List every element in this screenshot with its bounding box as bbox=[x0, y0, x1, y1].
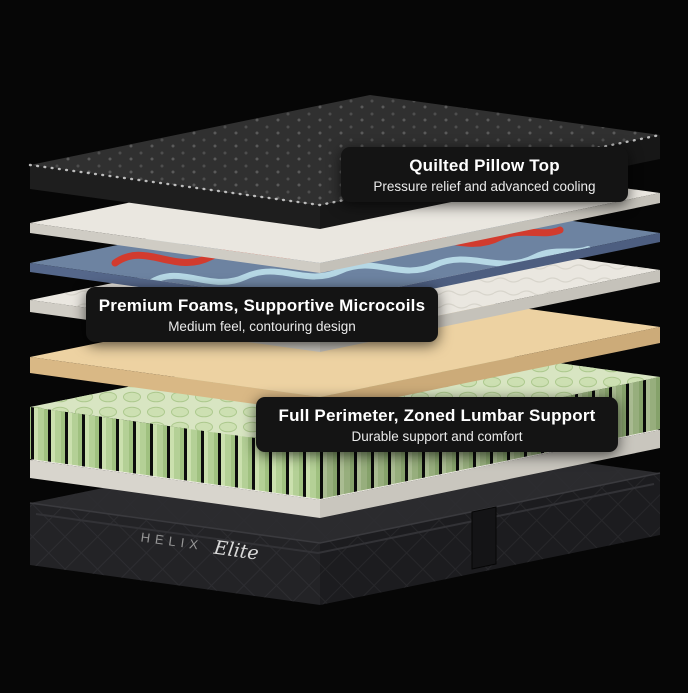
pillowtop-front-face bbox=[30, 165, 320, 229]
tanfoam-right-face bbox=[320, 327, 660, 413]
callout-premium-foams-microcoils: Premium Foams, Supportive Microcoils Med… bbox=[86, 287, 438, 342]
base-front-texture bbox=[30, 503, 320, 605]
callout-subtitle: Medium feel, contouring design bbox=[168, 318, 356, 334]
cooling-wave-cyan-lower bbox=[147, 246, 591, 286]
callout-title: Premium Foams, Supportive Microcoils bbox=[98, 296, 426, 316]
callout-quilted-pillow-top: Quilted Pillow Top Pressure relief and a… bbox=[341, 147, 628, 202]
callout-subtitle: Durable support and comfort bbox=[351, 428, 523, 444]
basefoam-front-face bbox=[30, 460, 320, 518]
base-edge-piping bbox=[29, 472, 661, 544]
cover-right-face bbox=[320, 193, 660, 273]
callout-subtitle: Pressure relief and advanced cooling bbox=[373, 178, 596, 194]
base-seam-line bbox=[35, 483, 655, 555]
cover-front-face bbox=[30, 223, 320, 273]
coil-front-face bbox=[30, 407, 320, 499]
callout-title: Quilted Pillow Top bbox=[409, 156, 560, 176]
basefoam-right-face bbox=[320, 430, 660, 518]
tanfoam-front-face bbox=[30, 357, 320, 413]
base-handle-strap bbox=[471, 506, 497, 570]
pillowtop-dotted-trim bbox=[28, 133, 662, 207]
callout-title: Full Perimeter, Zoned Lumbar Support bbox=[278, 406, 596, 426]
callout-zoned-lumbar-support: Full Perimeter, Zoned Lumbar Support Dur… bbox=[256, 397, 618, 452]
